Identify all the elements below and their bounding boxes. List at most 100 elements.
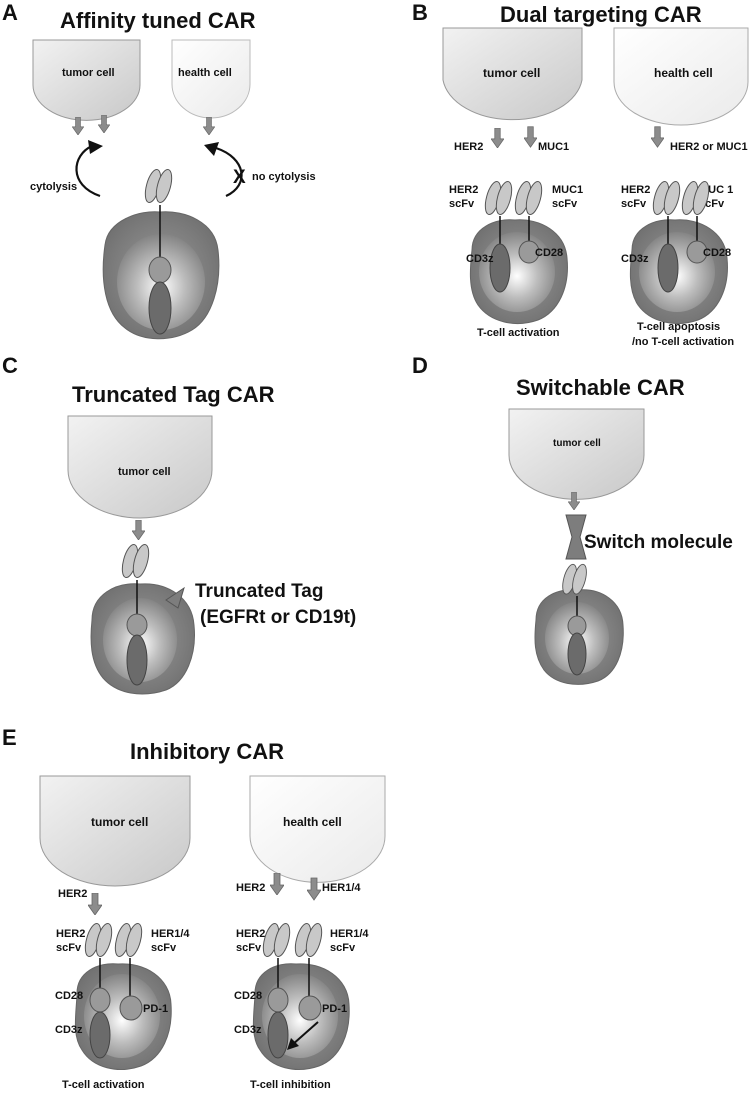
- her14-scfv-label: scFv: [330, 942, 356, 954]
- cytolysis-arrow-head-icon: [88, 140, 103, 154]
- tumor-cell-label: tumor cell: [91, 815, 148, 829]
- tumor-cell-label: tumor cell: [483, 66, 540, 80]
- muc1-scfv-label: scFv: [552, 198, 578, 210]
- her14-scfv-label: HER1/4: [151, 928, 190, 940]
- her2-arrow-icon: [88, 893, 102, 915]
- her2-label: HER2: [454, 141, 483, 153]
- health-cell-shape: [249, 775, 386, 883]
- cd3z-label: CD3z: [621, 253, 649, 265]
- inhibition-arrow-head-icon: [287, 1038, 299, 1050]
- her2-or-muc1-arrow-icon: [651, 126, 664, 148]
- cd3z-domain-icon: [267, 1011, 289, 1059]
- pd1-domain-icon: [119, 995, 143, 1021]
- panel-e-title: Inhibitory CAR: [130, 739, 284, 764]
- her14-scfv-label: HER1/4: [330, 928, 369, 940]
- scfv-icon: [114, 922, 144, 959]
- cd3z-domain-icon: [657, 243, 679, 293]
- no-activation-label: /no T-cell activation: [632, 336, 734, 348]
- truncated-tag-label: Truncated Tag: [195, 581, 323, 602]
- panel-b-letter: B: [412, 0, 428, 25]
- tumor-cell-label: tumor cell: [118, 466, 171, 478]
- cd28-label: CD28: [535, 247, 563, 259]
- scfv-icon: [144, 168, 174, 205]
- cd3z-domain-icon: [489, 243, 511, 293]
- cd3z-label: CD3z: [466, 253, 494, 265]
- her2-arrow-icon: [491, 128, 504, 148]
- cd3z-domain-icon: [89, 1011, 111, 1059]
- t-cell-inhibition-label: T-cell inhibition: [250, 1079, 331, 1091]
- no-cytolysis-arrow-head-icon: [204, 142, 219, 156]
- cd28-label: CD28: [55, 990, 83, 1002]
- her14-scfv-label: scFv: [151, 942, 177, 954]
- panel-d-letter: D: [412, 353, 428, 378]
- tumor-cell-label: tumor cell: [62, 67, 115, 79]
- cd3z-domain-icon: [148, 281, 172, 335]
- no-cytolysis-mark: X: [233, 167, 246, 188]
- no-cytolysis-arrow-icon: [215, 146, 243, 197]
- her14-label: HER1/4: [322, 882, 361, 894]
- panel-d: D Switchable CAR tumor cell Switch molec…: [412, 353, 733, 685]
- t-cell-activation-label: T-cell activation: [62, 1079, 145, 1091]
- cd28-domain-icon: [686, 240, 708, 264]
- health-cell-label: health cell: [178, 67, 232, 79]
- her2-scfv-label: scFv: [56, 942, 82, 954]
- cd28-label: CD28: [703, 247, 731, 259]
- panel-e: E Inhibitory CAR tumor cell health cell …: [2, 725, 386, 1091]
- pd1-domain-icon: [298, 995, 322, 1021]
- panel-a: A Affinity tuned CAR tumor cell health c…: [2, 0, 316, 340]
- panel-b-title: Dual targeting CAR: [500, 2, 702, 27]
- cd28-domain-icon: [518, 240, 540, 264]
- her2-label: HER2: [236, 882, 265, 894]
- truncated-tag-icon: [165, 586, 185, 609]
- scfv-icon: [652, 180, 682, 217]
- panel-c-title: Truncated Tag CAR: [72, 382, 275, 407]
- tumor-cell-shape: [442, 27, 583, 121]
- scfv-icon: [681, 180, 711, 217]
- health-cell-shape: [171, 39, 251, 119]
- cd3z-domain-icon: [567, 632, 587, 676]
- costim-domain-icon: [148, 256, 172, 284]
- scfv-icon: [514, 180, 544, 217]
- her2-scfv-label: HER2: [56, 928, 85, 940]
- health-cell-label: health cell: [283, 815, 342, 829]
- cd3z-label: CD3z: [55, 1024, 83, 1036]
- muc1-arrow-icon: [524, 126, 537, 148]
- cd28-domain-icon: [89, 987, 111, 1013]
- scfv-icon: [84, 922, 114, 959]
- cd3z-domain-icon: [126, 634, 148, 686]
- cd3z-label: CD3z: [234, 1024, 262, 1036]
- panel-a-letter: A: [2, 0, 18, 25]
- her2-or-muc1-label: HER2 or MUC1: [670, 141, 748, 153]
- her2-scfv-label: HER2: [236, 928, 265, 940]
- cd28-label: CD28: [234, 990, 262, 1002]
- tumor-cell-shape: [67, 415, 213, 519]
- her2-scfv-label: scFv: [621, 198, 647, 210]
- her2-label: HER2: [58, 888, 87, 900]
- her2-scfv-label: scFv: [449, 198, 475, 210]
- pd1-label: PD-1: [322, 1003, 347, 1015]
- panel-e-letter: E: [2, 725, 17, 750]
- cytolysis-arrow-icon: [75, 144, 101, 198]
- inhibition-arrow-icon: [291, 1021, 319, 1046]
- truncated-tag-sublabel: (EGFRt or CD19t): [200, 607, 356, 628]
- health-cell-label: health cell: [654, 66, 713, 80]
- t-cell-apoptosis-label: T-cell apoptosis: [637, 321, 720, 333]
- tumor-cell-label: tumor cell: [553, 438, 601, 449]
- tumor-cell-shape: [39, 775, 191, 887]
- pd1-label: PD-1: [143, 1003, 168, 1015]
- panel-b: B Dual targeting CAR tumor cell health c…: [412, 0, 749, 348]
- no-cytolysis-label: no cytolysis: [252, 171, 316, 183]
- antigen-arrow-icon: [132, 520, 145, 540]
- tumor-cell-shape: [508, 408, 645, 500]
- panel-c: C Truncated Tag CAR tumor cell Truncated…: [2, 353, 356, 695]
- muc1-scfv-label: MUC1: [552, 184, 583, 196]
- tumor-cell-shape: [32, 39, 141, 121]
- antigen-arrow-icon: [203, 117, 215, 135]
- switch-molecule-icon: [565, 514, 587, 560]
- panel-d-title: Switchable CAR: [516, 375, 685, 400]
- scfv-icon: [121, 543, 151, 580]
- her2-scfv-label: HER2: [449, 184, 478, 196]
- health-cell-shape: [613, 27, 749, 126]
- cd28-domain-icon: [267, 987, 289, 1013]
